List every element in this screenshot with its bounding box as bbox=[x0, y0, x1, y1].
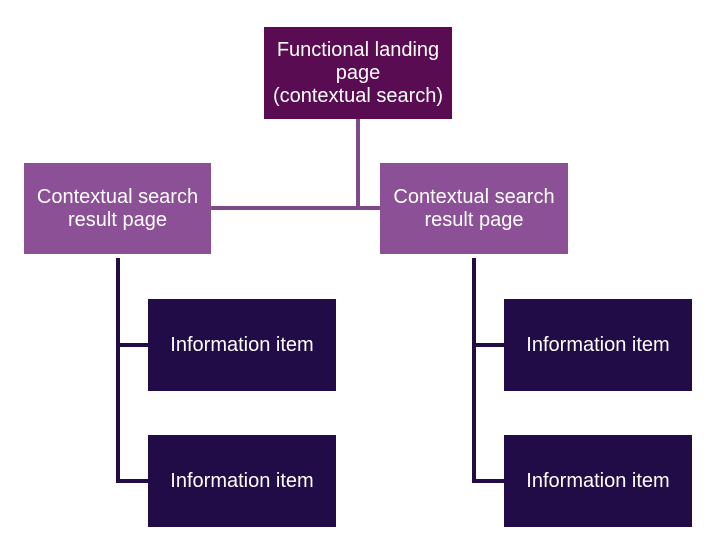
connector-left-item-1 bbox=[116, 343, 148, 347]
connector-middle-horizontal bbox=[211, 206, 380, 210]
right-branch-label-line-1: Contextual search bbox=[393, 185, 555, 208]
left-information-item-2: Information item bbox=[148, 435, 336, 527]
right-information-item-2: Information item bbox=[504, 435, 692, 527]
left-information-item-1: Information item bbox=[148, 299, 336, 391]
root-node-label-line-2: page bbox=[335, 61, 381, 84]
left-information-item-2-label: Information item bbox=[170, 469, 314, 492]
root-node-label-line-3: (contextual search) bbox=[272, 84, 444, 107]
connector-root-vertical bbox=[356, 119, 360, 210]
root-node-label-line-1: Functional landing bbox=[276, 38, 440, 61]
connector-left-item-2 bbox=[116, 479, 148, 483]
right-branch-label-line-2: result page bbox=[424, 208, 524, 231]
right-information-item-2-label: Information item bbox=[526, 469, 670, 492]
left-branch-node: Contextual search result page bbox=[24, 163, 211, 254]
right-branch-node: Contextual search result page bbox=[380, 163, 568, 254]
left-branch-label-line-2: result page bbox=[68, 208, 167, 231]
left-branch-label-line-1: Contextual search bbox=[36, 185, 199, 208]
connector-left-vertical bbox=[116, 258, 120, 483]
right-information-item-1-label: Information item bbox=[526, 333, 670, 356]
right-information-item-1: Information item bbox=[504, 299, 692, 391]
connector-right-item-2 bbox=[472, 479, 504, 483]
connector-right-item-1 bbox=[472, 343, 504, 347]
root-node: Functional landing page (contextual sear… bbox=[264, 27, 452, 119]
connector-right-vertical bbox=[472, 258, 476, 483]
left-information-item-1-label: Information item bbox=[170, 333, 314, 356]
